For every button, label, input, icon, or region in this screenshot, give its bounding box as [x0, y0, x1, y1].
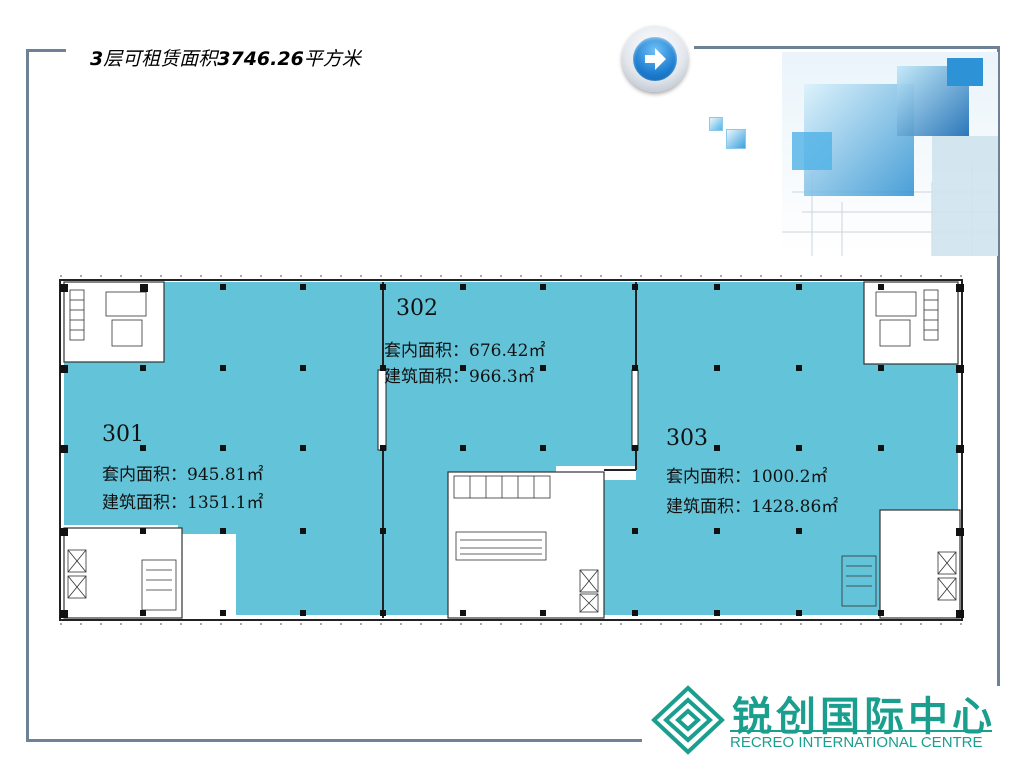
title-area-value: 3746.26: [217, 48, 304, 70]
frame-top-left: [26, 49, 66, 52]
core-top-left: [63, 281, 165, 363]
logo-english-name: RECREO INTERNATIONAL CENTRE: [730, 734, 983, 751]
unit-302-gross-area: 建筑面积：966.3㎡: [384, 367, 535, 387]
core-top-right: [863, 281, 959, 365]
unit-303-gross-area: 建筑面积：1428.86㎡: [666, 497, 839, 517]
arrow-right-icon: [645, 48, 666, 70]
next-button-face: [633, 37, 677, 81]
unit-303-number: 303: [666, 426, 708, 451]
unit-303-top-fill: [864, 362, 958, 512]
floor-plan: 301 套内面积：945.81㎡ 建筑面积：1351.1㎡ 302 套内面积：6…: [46, 270, 978, 635]
floor-plan-drawing: [59, 275, 964, 625]
core-bottom-left: [63, 527, 183, 619]
unit-301-gross-area: 建筑面积：1351.1㎡: [102, 493, 264, 513]
service-cores: [63, 281, 961, 619]
logo-divider: [730, 730, 992, 732]
unit-301-top-fill: [162, 282, 382, 362]
frame-left: [26, 49, 29, 742]
core-center: [447, 471, 605, 619]
logo-chinese-name: 锐创国际中心: [732, 694, 996, 740]
structural-columns: [60, 284, 964, 618]
title-floor-number: 3: [90, 48, 104, 70]
frame-bottom: [26, 739, 642, 742]
decorative-cubes-image: [782, 52, 998, 256]
frame-top-right: [694, 46, 1000, 49]
unit-301-number: 301: [102, 422, 144, 447]
unit-301-inner-area: 套内面积：945.81㎡: [102, 465, 264, 485]
next-slide-button[interactable]: [622, 26, 688, 92]
unit-302-fill: [382, 282, 636, 615]
title-unit: 平方米: [303, 48, 361, 70]
small-cube-1: [709, 117, 723, 131]
unit-302-inner-area: 套内面积：676.42㎡: [384, 341, 546, 361]
small-cube-2: [726, 129, 746, 149]
frame-right: [997, 46, 1000, 686]
unit-303-inner-area: 套内面积：1000.2㎡: [666, 467, 828, 487]
diamond-logo-icon: [651, 685, 725, 755]
unit-302-number: 302: [396, 296, 438, 321]
brand-logo: 锐创国际中心 RECREO INTERNATIONAL CENTRE: [650, 684, 1000, 756]
title-text: 层可租赁面积: [103, 48, 218, 70]
page-title: 3层可租赁面积3746.26平方米: [90, 44, 361, 71]
